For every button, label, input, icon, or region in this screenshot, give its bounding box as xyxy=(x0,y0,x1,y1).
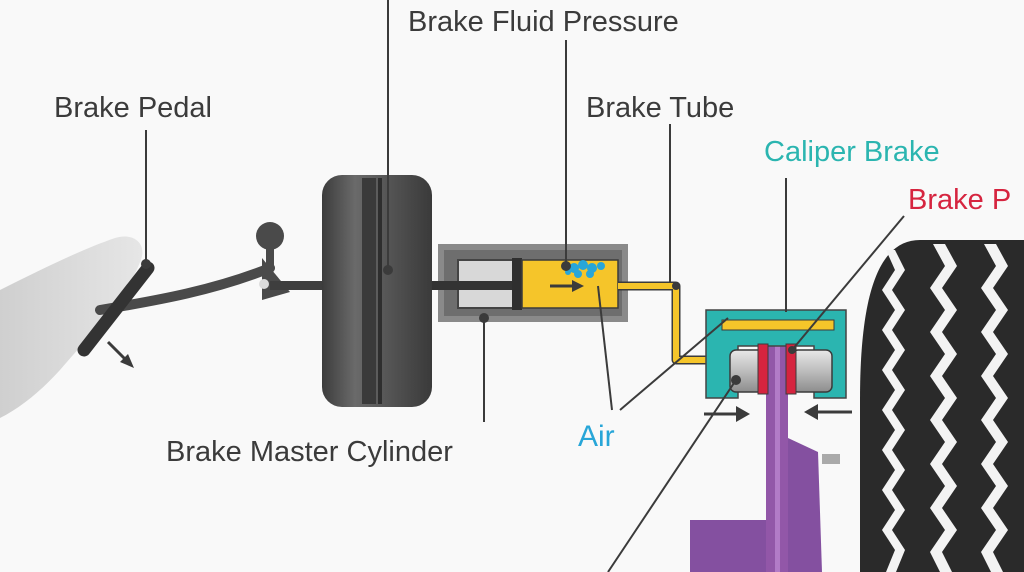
label-caliper-brake: Caliper Brake xyxy=(764,136,940,168)
caliper-brake-body xyxy=(705,309,847,399)
brake-rotor xyxy=(690,326,840,572)
push-arrow-icon xyxy=(106,340,134,368)
label-brake-tube: Brake Tube xyxy=(586,92,735,124)
clamp-arrow-left-icon xyxy=(704,406,750,422)
tire xyxy=(860,240,1024,572)
label-brake-pad: Brake P xyxy=(908,184,1012,216)
label-brake-fluid-pressure: Brake Fluid Pressure xyxy=(408,6,679,38)
brake-pad-leader xyxy=(788,215,905,354)
brake-pedal xyxy=(77,222,322,357)
label-air: Air xyxy=(578,420,615,453)
brake-tube xyxy=(618,281,722,365)
foot-icon xyxy=(0,236,143,418)
master-cylinder xyxy=(432,244,628,322)
flow-arrow-icon xyxy=(550,280,584,292)
clamp-arrow-right-icon xyxy=(804,404,852,420)
leader-lines xyxy=(141,0,787,572)
label-brake-pedal: Brake Pedal xyxy=(54,92,212,124)
label-brake-master-cylinder: Brake Master Cylinder xyxy=(166,436,453,468)
brake-booster xyxy=(322,175,432,407)
air-bubbles-icon xyxy=(565,260,605,278)
